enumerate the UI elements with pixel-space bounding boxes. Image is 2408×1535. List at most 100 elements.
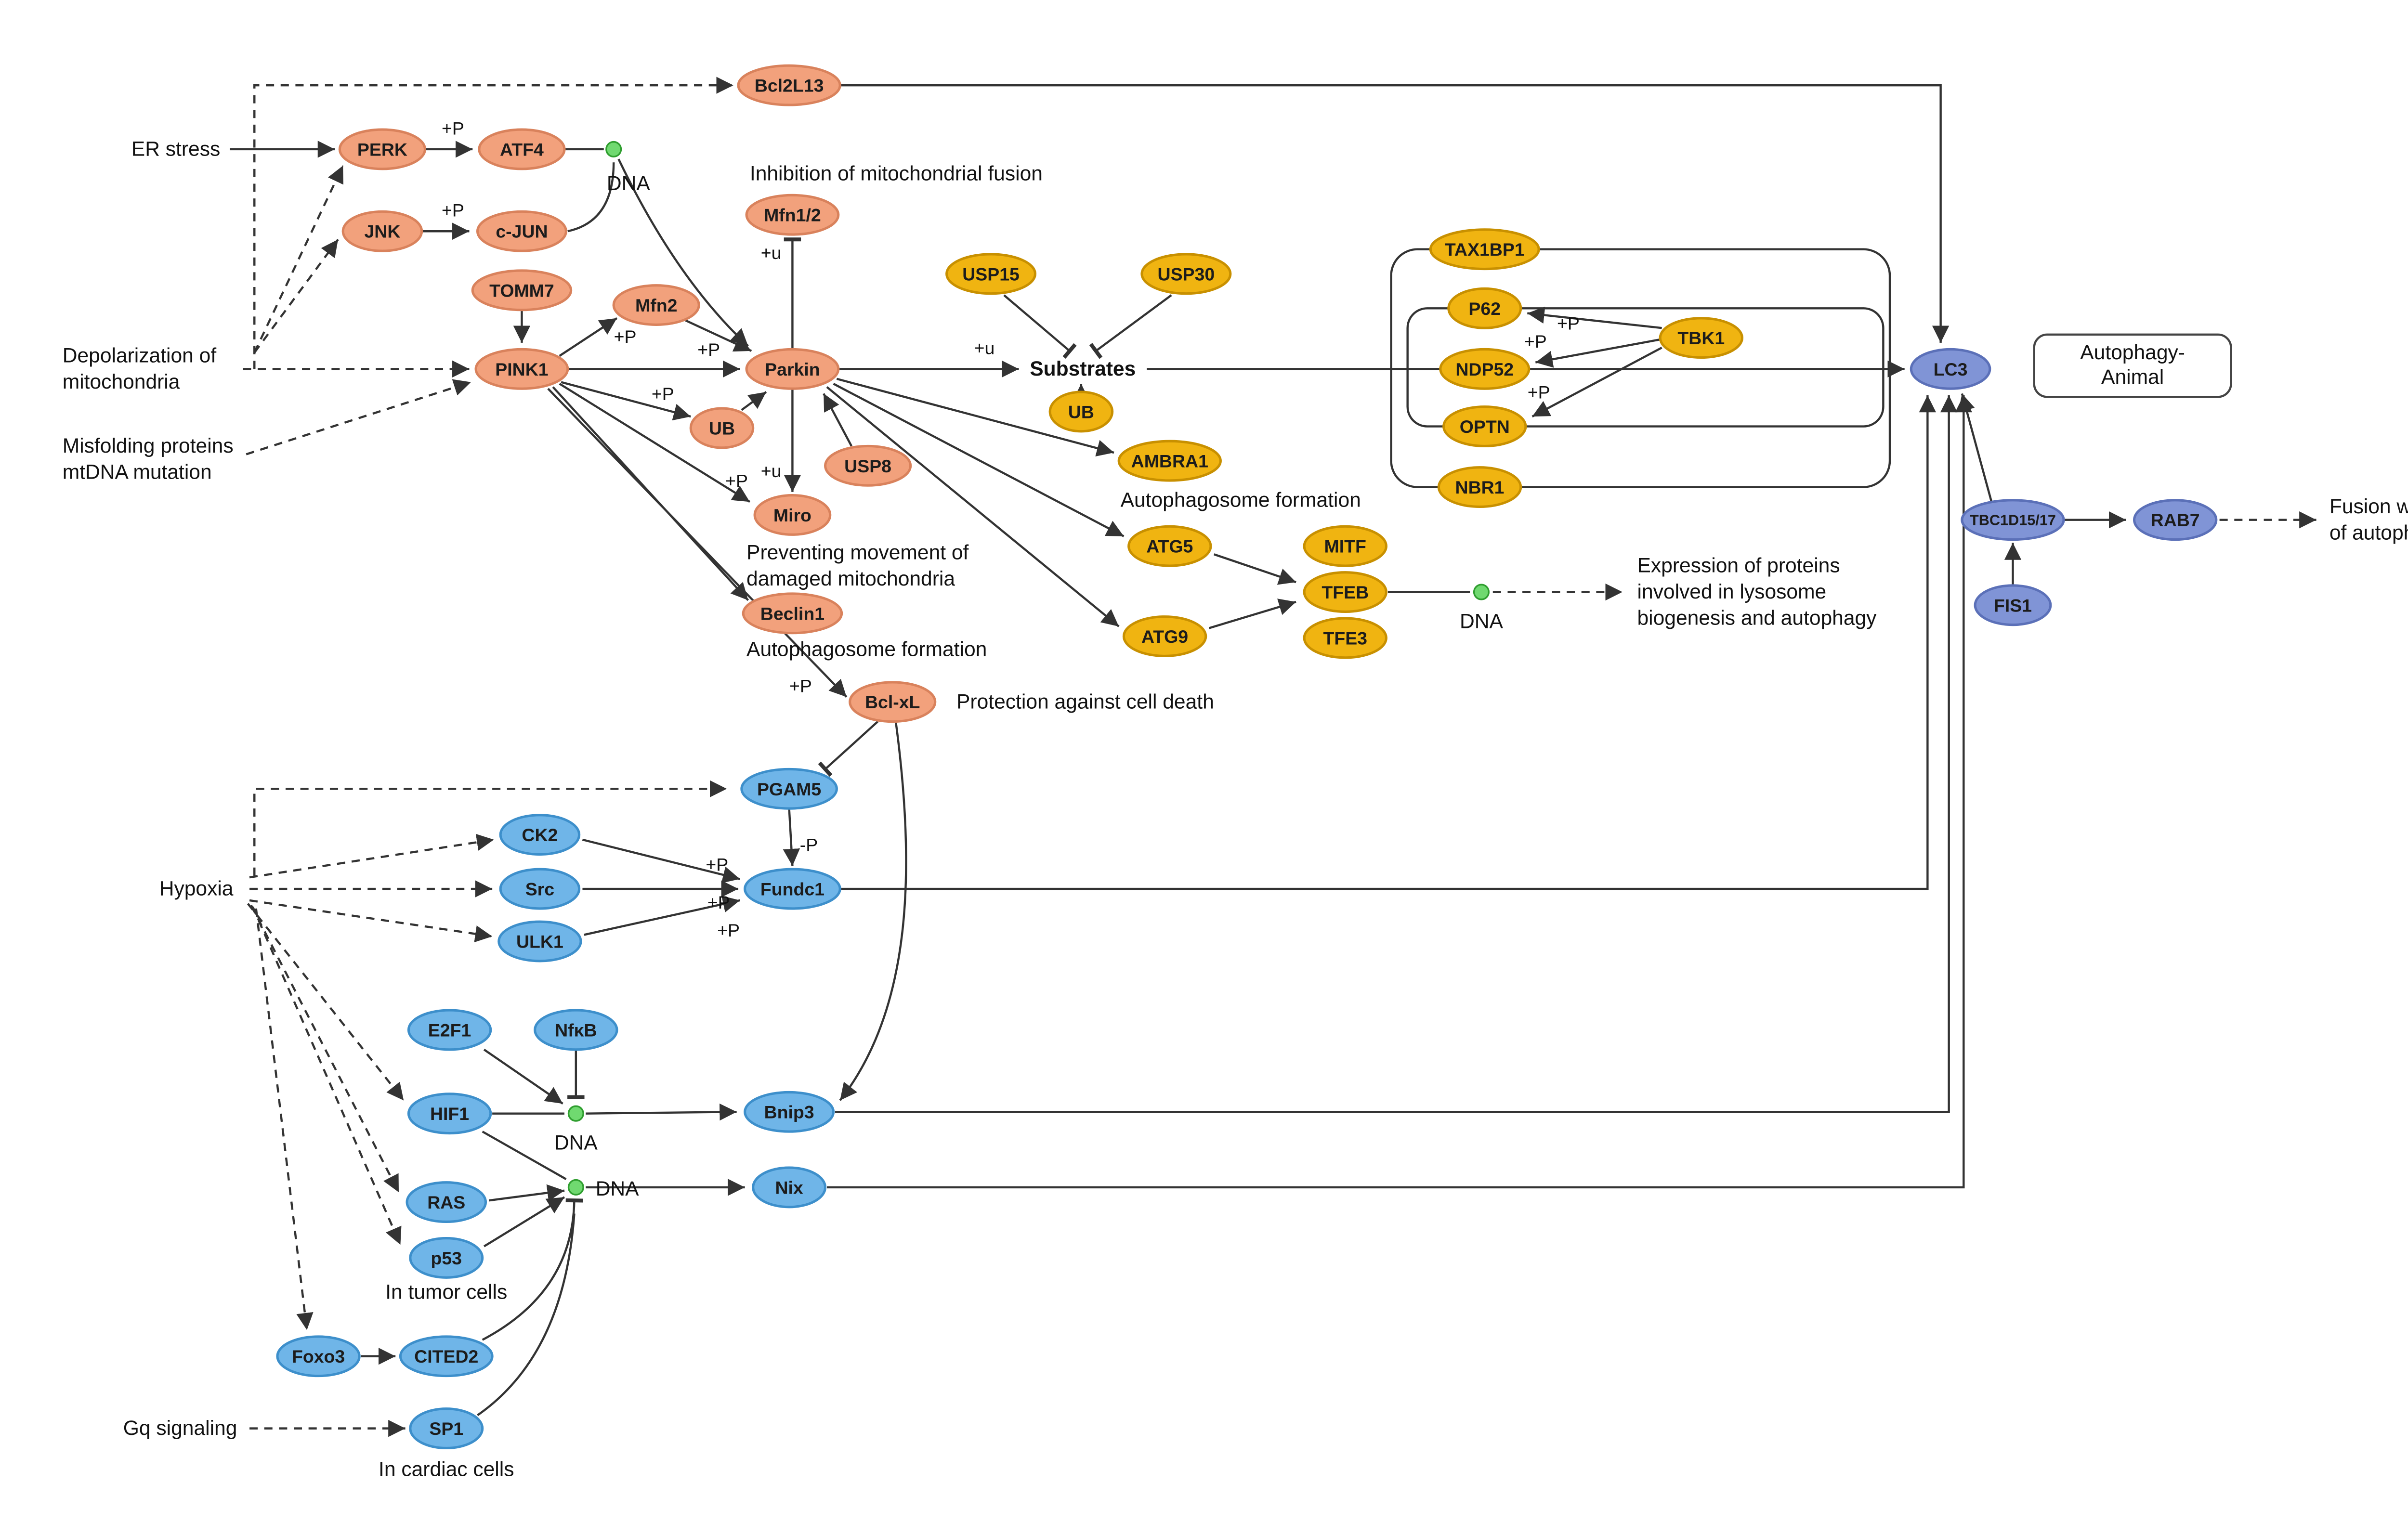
node-mfn12[interactable]: Mfn1/2 [745,194,840,236]
phospho-label: +P [789,676,812,696]
edge-bcl2l13-lc3 [840,84,1950,343]
node-bclxl[interactable]: Bcl-xL [849,681,937,723]
edge-bclxl-bnip3 [839,721,907,1101]
ambra1-label: AMBRA1 [1131,451,1208,471]
ndp52-label: NDP52 [1455,359,1514,379]
edge-sp1-dna4 [477,1213,576,1417]
edge-atg9-tfeb [1208,598,1296,629]
phospho-label: +P [1528,382,1550,403]
node-src[interactable]: Src [499,868,581,910]
tomm7-shape [471,269,573,312]
node-cited2[interactable]: CITED2 [399,1335,494,1378]
edge-usp15-ubiq [1003,294,1077,359]
node-parkin[interactable]: Parkin [745,348,840,390]
node-ambra1[interactable]: AMBRA1 [1117,440,1222,482]
node-ndp52[interactable]: NDP52 [1439,348,1531,390]
edge-ub-parkin [741,391,767,411]
node-lc3[interactable]: LC3 [1910,348,1991,390]
node-usp15[interactable]: USP15 [945,253,1037,295]
mitf-shape [1303,525,1387,567]
edge-dna3-bnip3 [586,1103,737,1121]
node-beclin1[interactable]: Beclin1 [742,592,843,635]
node-nix[interactable]: Nix [752,1166,827,1209]
receptor-bus-outer [1390,248,1891,488]
label-hypoxia: Hypoxia [159,877,234,900]
tomm7-label: TOMM7 [489,280,554,300]
pathway-link-line1: Autophagy- [2080,341,2185,364]
node-jnk[interactable]: JNK [341,210,423,252]
node-pgam5[interactable]: PGAM5 [740,768,838,810]
node-mfn2[interactable]: Mfn2 [612,284,700,326]
node-bcl2l13[interactable]: Bcl2L13 [737,64,841,106]
edge-hypoxia-p53 [251,906,402,1246]
node-ulk1[interactable]: ULK1 [497,920,582,963]
edge-parkin-atg9 [826,386,1120,627]
hif1-shape [407,1093,492,1135]
label-expression-1: Expression of proteins [1637,554,1840,577]
edge-hypoxia-ck2 [249,833,494,879]
node-fundc1[interactable]: Fundc1 [744,868,841,910]
label-substrates: Substrates [1030,357,1136,380]
label-autophagosome-formation-left: Autophagosome formation [746,637,987,661]
node-ck2[interactable]: CK2 [499,814,581,856]
node-fis1[interactable]: FIS1 [1974,584,2052,626]
phospho-label: +P [706,855,728,875]
node-tomm7[interactable]: TOMM7 [471,269,573,312]
node-pink1[interactable]: PINK1 [474,348,569,390]
tbk1-label: TBK1 [1677,328,1725,348]
node-ras[interactable]: RAS [406,1181,487,1223]
phospho-label: +P [442,200,464,221]
node-miro[interactable]: Miro [753,494,832,536]
node-p53[interactable]: p53 [409,1236,484,1279]
node-ub-salmon[interactable]: UB [689,407,755,449]
node-cjun[interactable]: c-JUN [476,210,567,252]
label-depolarization-1: Depolarization of [63,344,217,367]
node-rab7[interactable]: RAB7 [2133,499,2218,541]
p62-shape [1447,287,1522,329]
ambra1-shape [1117,440,1222,482]
node-hif1[interactable]: HIF1 [407,1093,492,1135]
node-nbr1[interactable]: NBR1 [1437,466,1522,508]
edge-ras-dna4 [489,1184,565,1202]
nbr1-shape [1437,466,1522,508]
tbc1d-shape [1961,499,2065,541]
node-ub-gold[interactable]: UB [1048,390,1114,433]
edge-usp30-ubiq [1089,294,1172,359]
node-bnip3[interactable]: Bnip3 [744,1091,835,1133]
node-atf4[interactable]: ATF4 [478,128,566,170]
fundc1-shape [744,868,841,910]
node-sp1[interactable]: SP1 [409,1407,484,1450]
receptor-bus-inner [1406,307,1885,428]
node-nfkb[interactable]: NfκB [534,1009,618,1051]
dephospho-label: -P [800,835,818,855]
node-p62[interactable]: P62 [1447,287,1522,329]
node-tbc1d15-17[interactable]: TBC1D15/17 [1961,499,2065,541]
usp8-label: USP8 [844,456,891,476]
node-e2f1[interactable]: E2F1 [407,1009,492,1051]
node-tfe3[interactable]: TFE3 [1303,617,1387,659]
node-usp8[interactable]: USP8 [824,444,912,487]
mfn12-shape [745,194,840,236]
atf4-shape [478,128,566,170]
node-foxo3[interactable]: Foxo3 [276,1335,361,1378]
pink1-label: PINK1 [495,359,548,379]
node-usp30[interactable]: USP30 [1140,253,1232,295]
edge-hypoxia-ulk1 [249,899,493,943]
label-preventing-1: Preventing movement of [746,541,969,564]
label-expression-3: biogenesis and autophagy [1637,607,1877,630]
pathway-link-autophagy-animal[interactable]: Autophagy- Animal [2033,333,2232,398]
node-atg9[interactable]: ATG9 [1122,615,1207,657]
node-perk[interactable]: PERK [338,128,427,170]
tax1bp1-label: TAX1BP1 [1445,239,1525,260]
dna-sites [567,141,1490,1196]
node-atg5[interactable]: ATG5 [1127,525,1212,567]
node-tfeb[interactable]: TFEB [1303,571,1387,613]
e2f1-label: E2F1 [428,1020,471,1040]
node-tax1bp1[interactable]: TAX1BP1 [1429,228,1540,271]
nfkb-shape [534,1009,618,1051]
node-mitf[interactable]: MITF [1303,525,1387,567]
usp15-shape [945,253,1037,295]
node-tbk1[interactable]: TBK1 [1659,317,1744,359]
ubiquitin-label: +u [761,243,782,263]
node-optn[interactable]: OPTN [1442,405,1527,447]
